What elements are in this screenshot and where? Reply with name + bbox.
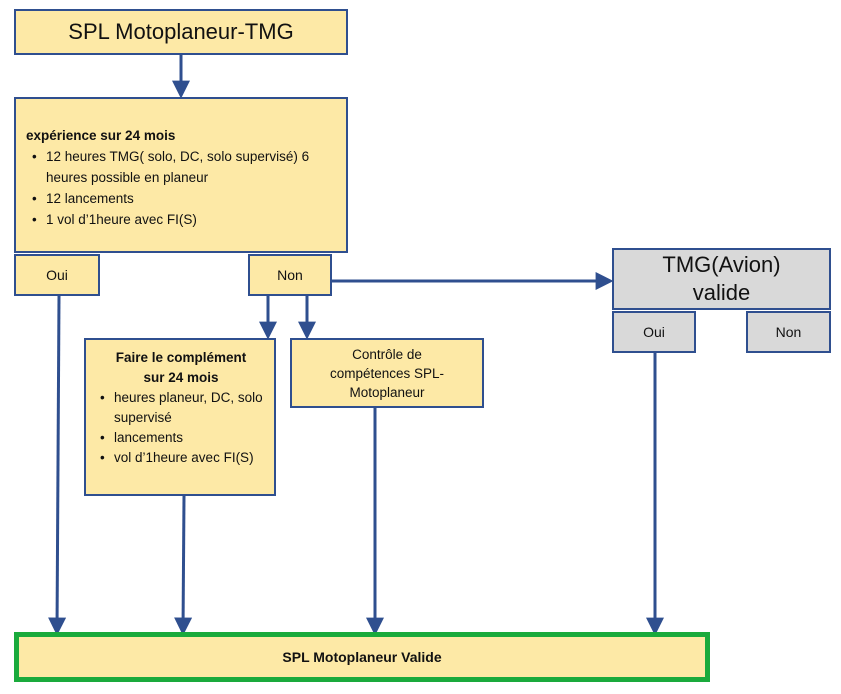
oui-label: Oui [643, 324, 665, 340]
experience-item: 12 lancements [26, 188, 338, 209]
tmg-line2: valide [692, 280, 751, 305]
non-label: Non [775, 324, 802, 340]
tmg-box: TMG(Avion) valide [612, 248, 831, 310]
controle-box: Contrôle de compétences SPL- Motoplaneur [290, 338, 484, 408]
complement-list: heures planeur, DC, solo supervisé lance… [94, 388, 268, 468]
experience-list: 12 heures TMG( solo, DC, solo supervisé)… [26, 146, 338, 230]
experience-heading: expérience sur 24 mois [26, 128, 176, 143]
non-box-experience: Non [248, 254, 332, 296]
controle-line3: Motoplaneur [349, 384, 425, 400]
complement-heading-line2: sur 24 mois [143, 370, 219, 385]
non-box-tmg: Non [746, 311, 831, 353]
result-text: SPL Motoplaneur Valide [282, 649, 442, 665]
tmg-line1: TMG(Avion) [662, 252, 781, 277]
title-text: SPL Motoplaneur-TMG [68, 19, 294, 44]
complement-item: vol d’1heure avec FI(S) [94, 448, 268, 468]
oui-label: Oui [46, 267, 68, 283]
arrow-complement-to-result [174, 495, 193, 636]
complement-heading-line1: Faire le complément [115, 350, 247, 365]
complement-item: lancements [94, 428, 268, 448]
complement-heading: Faire le complément sur 24 mois [94, 348, 268, 388]
title-box: SPL Motoplaneur-TMG [14, 9, 348, 55]
oui-box-experience: Oui [14, 254, 100, 296]
arrow-oui-to-result [48, 295, 67, 636]
result-box: SPL Motoplaneur Valide [14, 632, 710, 682]
experience-box: expérience sur 24 mois 12 heures TMG( so… [14, 97, 348, 253]
experience-item: 12 heures TMG( solo, DC, solo supervisé)… [26, 146, 338, 188]
oui-box-tmg: Oui [612, 311, 696, 353]
controle-line1: Contrôle de [352, 346, 422, 362]
complement-box: Faire le complément sur 24 mois heures p… [84, 338, 276, 496]
experience-item: 1 vol d’1heure avec FI(S) [26, 209, 338, 230]
non-label: Non [277, 267, 303, 283]
controle-line2: compétences SPL- [329, 365, 445, 381]
complement-item: heures planeur, DC, solo supervisé [94, 388, 268, 428]
